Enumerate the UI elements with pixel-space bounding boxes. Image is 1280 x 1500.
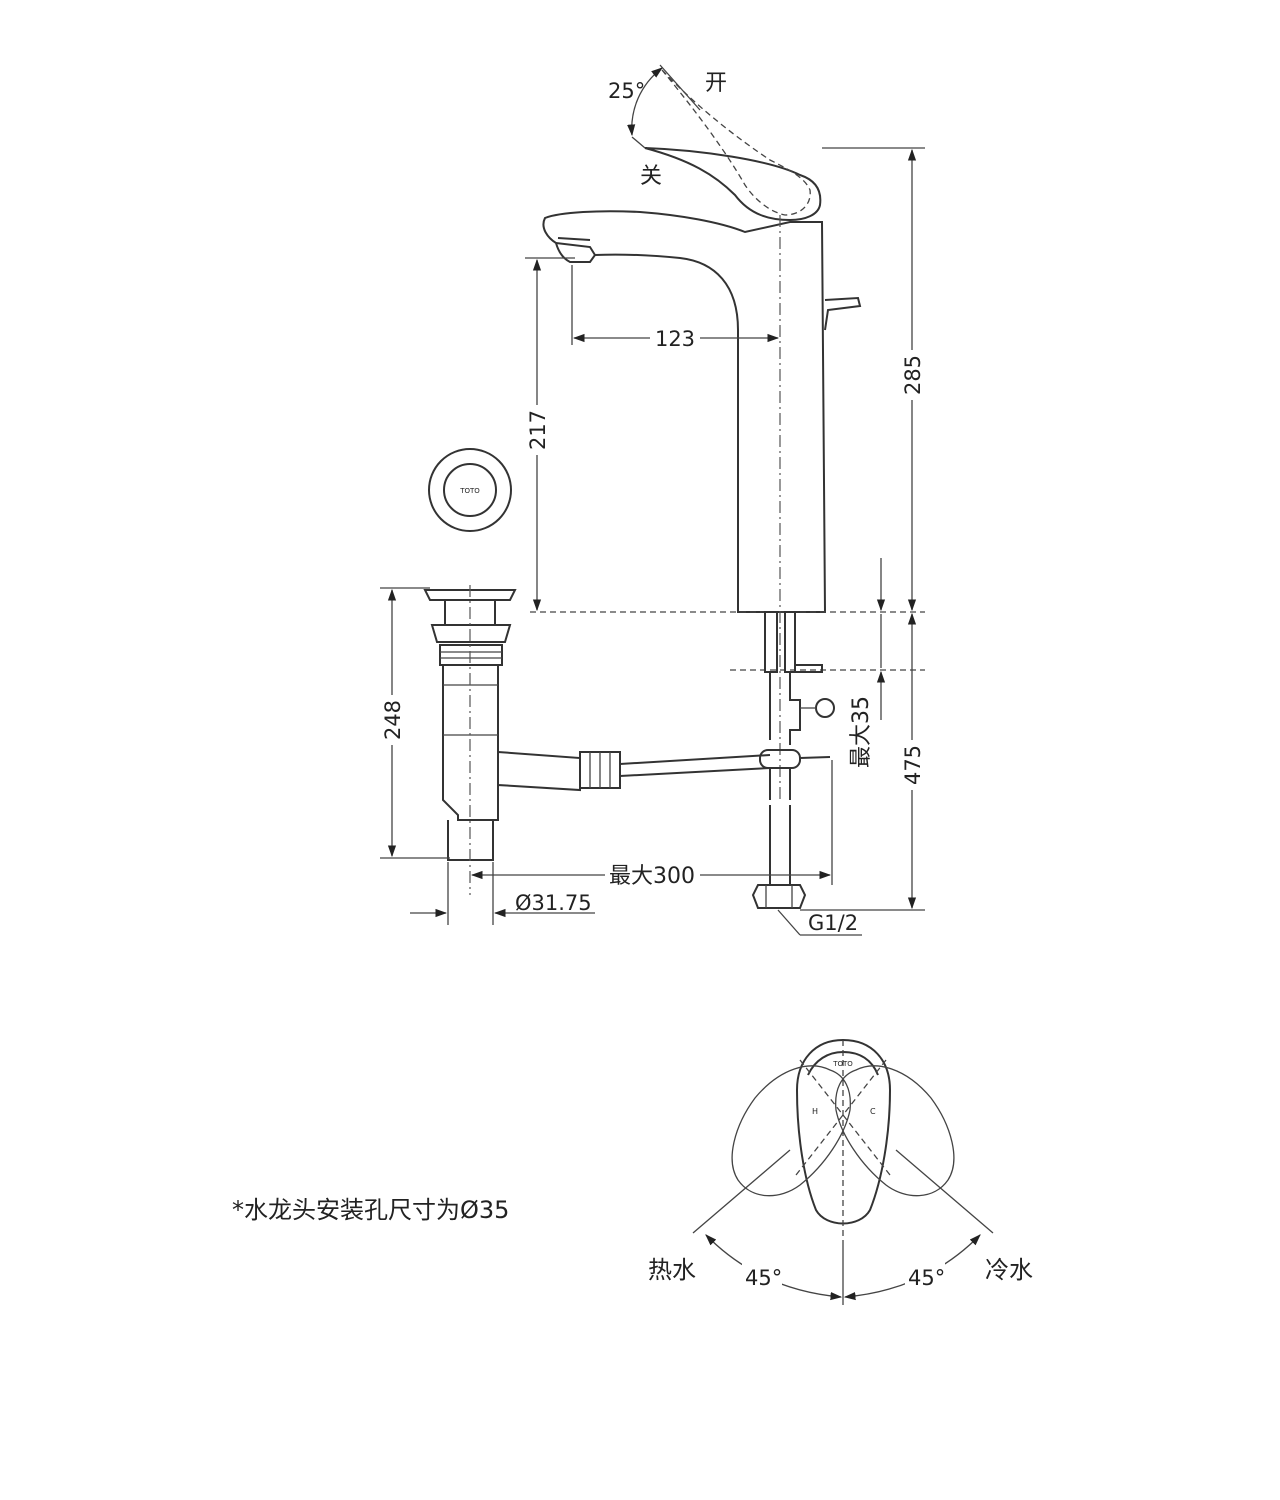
open-label: 开 <box>705 71 727 96</box>
drain-linkage <box>497 750 581 792</box>
dim-diameter: Ø31.75 <box>515 891 592 915</box>
drain-body <box>442 664 499 821</box>
letter-c: C <box>870 1107 876 1116</box>
angle-left-label: 45° <box>745 1266 782 1290</box>
drain-cap <box>423 589 517 601</box>
dimensions: 123 217 285 475 最大35 248 最大300 <box>379 148 925 936</box>
lever-closed <box>644 147 822 222</box>
drain-top-view: TOTO <box>428 448 512 532</box>
dim-max-300: 最大300 <box>609 864 695 889</box>
dim-thread: G1/2 <box>808 911 858 935</box>
brand-mark-handle: TOTO <box>832 1060 853 1068</box>
letter-h: H <box>812 1107 818 1116</box>
brand-mark-drain: TOTO <box>459 487 480 495</box>
cold-water-label: 冷水 <box>985 1256 1033 1284</box>
angle-arc <box>627 67 663 137</box>
handle-hot-position <box>731 1065 851 1197</box>
dim-total-height: 285 <box>901 355 925 395</box>
handle-top-view: TOTO H C 45° 45° 热水 冷水 <box>648 1038 1033 1305</box>
dim-drain-height: 248 <box>381 700 405 740</box>
lever-open <box>661 69 811 216</box>
faucet-side-view: 25° 开 关 <box>530 64 925 909</box>
hot-water-label: 热水 <box>648 1256 696 1284</box>
drain-assembly <box>423 585 831 895</box>
handle-center <box>795 1038 892 1225</box>
angle-open-label: 25° <box>608 79 645 103</box>
popup-rod <box>824 296 862 331</box>
dim-max-thickness: 最大35 <box>849 696 874 768</box>
handle-cold-position <box>835 1065 955 1197</box>
close-label: 关 <box>640 164 662 189</box>
dim-spout-reach: 123 <box>655 327 695 351</box>
faucet-spout <box>542 210 827 613</box>
angle-right-label: 45° <box>908 1266 945 1290</box>
dim-spout-height: 217 <box>526 410 550 450</box>
supply-nut <box>751 884 807 909</box>
install-note: *水龙头安装孔尺寸为Ø35 <box>232 1196 509 1224</box>
dim-pipe-length: 475 <box>901 745 925 785</box>
